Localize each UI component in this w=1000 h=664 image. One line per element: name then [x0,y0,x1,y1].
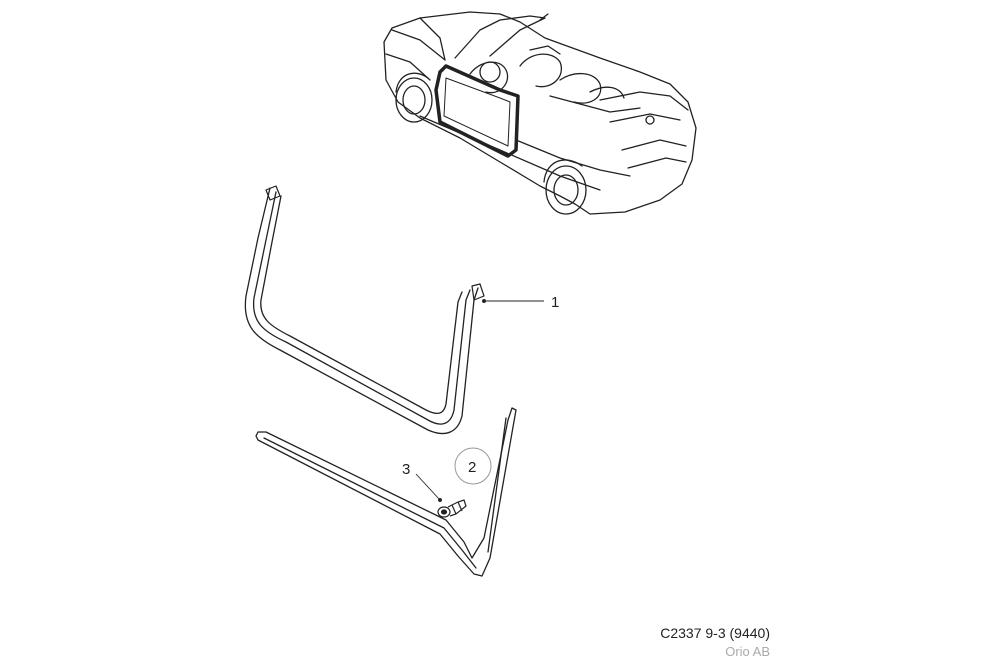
callout-circle-2 [454,447,492,485]
convertible-car-icon [383,11,697,215]
sill-seal-icon [255,407,517,577]
diagram-code: C2337 9-3 (9440) [660,625,770,641]
leader-dot-3 [438,498,442,502]
callout-1: 1 [551,294,559,311]
company-name: Orio AB [725,644,770,659]
clip-icon [437,499,467,518]
callout-2: 2 [468,459,476,476]
callout-3: 3 [402,461,410,478]
leader-dot-1 [482,299,486,303]
leader-line-3 [415,473,441,501]
door-seal-icon [244,185,485,435]
leader-lines [415,299,544,502]
